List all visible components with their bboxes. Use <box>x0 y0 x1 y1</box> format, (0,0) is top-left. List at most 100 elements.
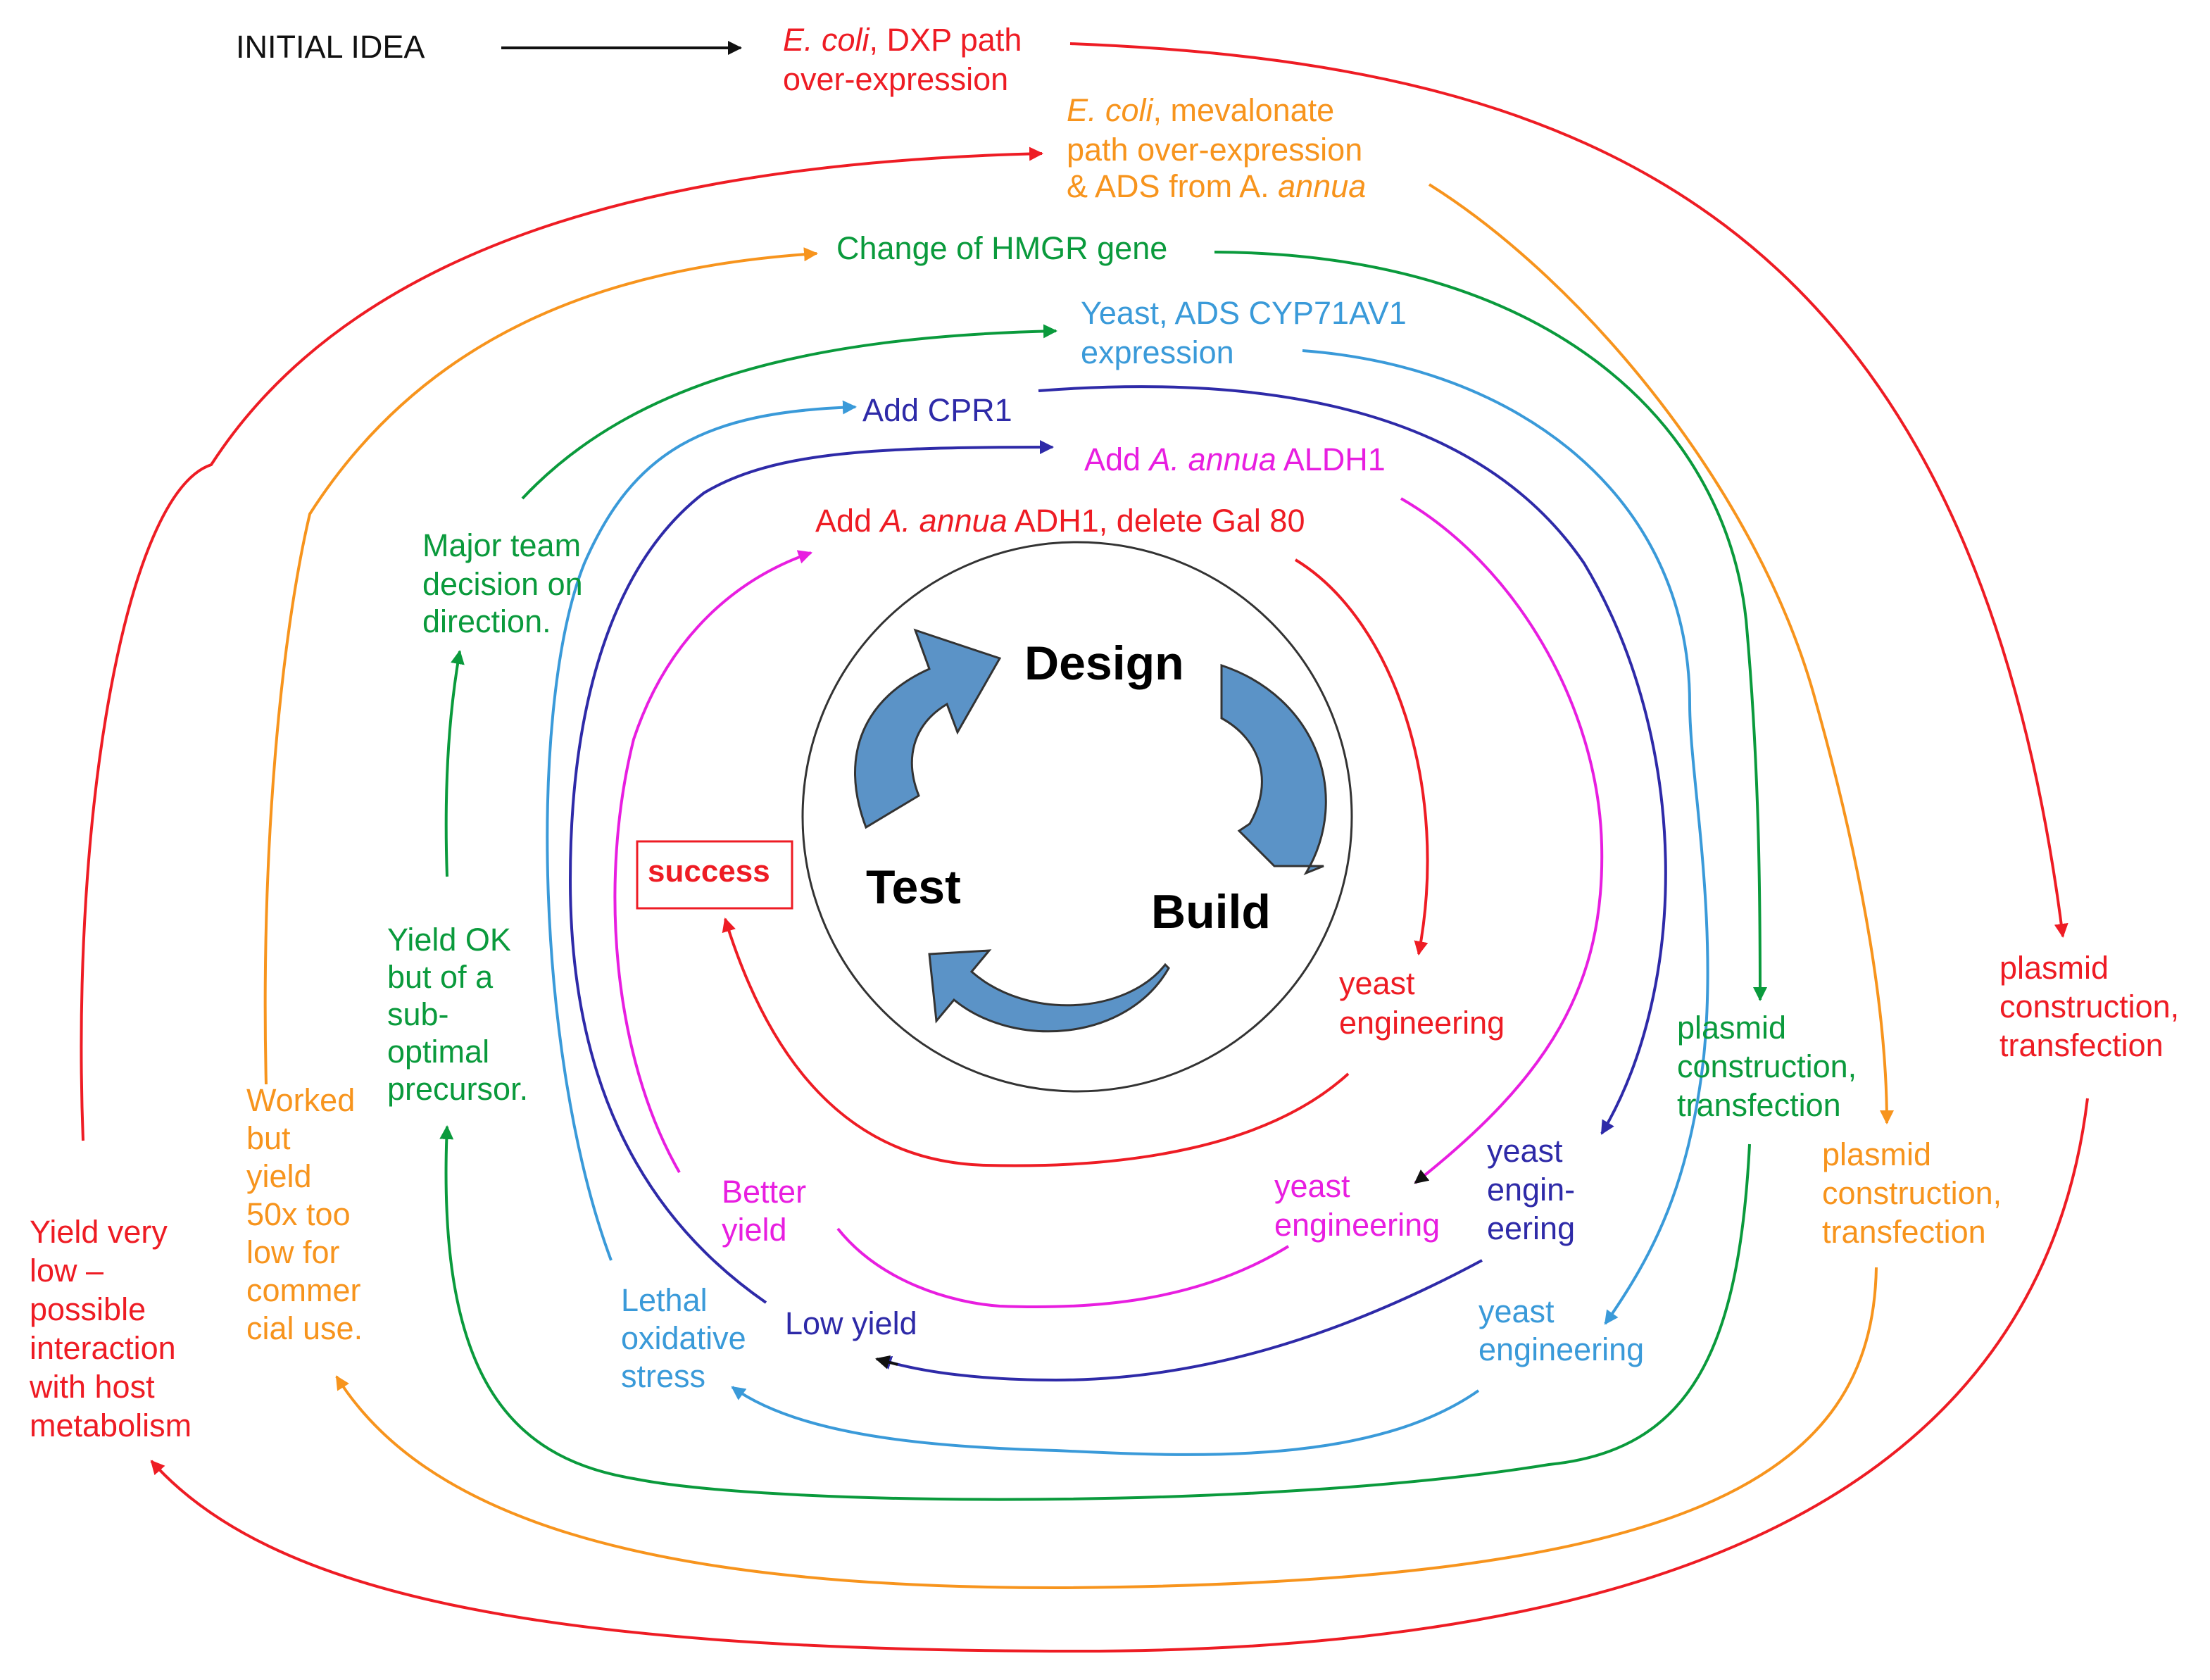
lightblue-cycle <box>546 349 1709 1456</box>
red-arrow-to-yeast-engineering <box>1294 558 1429 955</box>
svg-text:with host: with host <box>29 1369 155 1405</box>
svg-text:Yield very: Yield very <box>30 1214 168 1250</box>
svg-text:possible: possible <box>30 1291 146 1327</box>
yeast-ads-label: Yeast, ADS CYP71AV1 expression <box>1081 295 1407 370</box>
svg-text:plasmid: plasmid <box>1822 1136 1931 1172</box>
svg-text:transfection: transfection <box>1822 1214 1986 1250</box>
yeast-engineering-navy-label: yeast engin- eering <box>1487 1133 1575 1246</box>
magenta-arrow-to-better-yield <box>836 1227 1290 1309</box>
svg-text:but: but <box>246 1120 291 1156</box>
svg-text:engin-: engin- <box>1487 1172 1575 1208</box>
svg-text:yeast: yeast <box>1339 965 1415 1001</box>
svg-text:stress: stress <box>621 1358 705 1394</box>
yield-very-low-label: Yield very low – possible interaction wi… <box>29 1214 192 1443</box>
svg-text:E. coli, DXP path: E. coli, DXP path <box>783 22 1022 58</box>
orange-arrow-to-plasmid <box>1428 183 1894 1124</box>
svg-text:construction,: construction, <box>1822 1175 2002 1211</box>
navy-cycle <box>568 385 1667 1382</box>
svg-text:& ADS from A. annua: & ADS from A. annua <box>1067 168 1366 204</box>
svg-text:Better: Better <box>722 1174 806 1210</box>
svg-text:yield: yield <box>246 1158 312 1194</box>
svg-text:Yeast, ADS CYP71AV1: Yeast, ADS CYP71AV1 <box>1081 295 1407 331</box>
svg-text:E. coli, mevalonate: E. coli, mevalonate <box>1067 92 1334 128</box>
svg-text:sub-: sub- <box>387 996 449 1032</box>
svg-text:construction,: construction, <box>1999 989 2179 1024</box>
success-label: success <box>648 854 770 889</box>
blue-arrow-to-yeast-engineering <box>1302 349 1709 1325</box>
blue-arrow-to-lethal <box>731 1386 1480 1456</box>
plasmid-green-label: plasmid construction, transfection <box>1677 1010 1857 1123</box>
build-cycle-arrow <box>1220 663 1327 876</box>
svg-text:Lethal: Lethal <box>621 1282 708 1318</box>
svg-text:engineering: engineering <box>1339 1005 1505 1041</box>
orange-arrow-to-hmgr <box>263 247 818 1085</box>
worked-but-label: Worked but yield 50x too low for commer … <box>246 1082 363 1346</box>
dbt-cycle: Design Build Test <box>801 541 1353 1093</box>
major-team-label: Major team decision on direction. <box>422 527 583 639</box>
svg-text:plasmid: plasmid <box>1677 1010 1786 1046</box>
blue-arrow-to-cpr1 <box>546 400 857 1261</box>
svg-text:low –: low – <box>30 1253 103 1289</box>
yield-ok-label: Yield OK but of a sub- optimal precursor… <box>387 922 528 1107</box>
lethal-label: Lethal oxidative stress <box>621 1282 746 1394</box>
svg-text:decision on: decision on <box>422 566 583 602</box>
red-cycle <box>80 42 2089 1653</box>
svg-text:over-expression: over-expression <box>783 61 1008 97</box>
svg-text:commer: commer <box>246 1272 361 1308</box>
orange-cycle <box>263 183 1894 1590</box>
red-arrow-to-plasmid <box>1069 42 2068 938</box>
svg-text:direction.: direction. <box>422 603 551 639</box>
aldh1-label: Add A. annua ALDH1 <box>1084 441 1386 477</box>
red-arrow-to-yield-very-low <box>150 1098 2089 1653</box>
yeast-engineering-blue-label: yeast engineering <box>1478 1293 1644 1367</box>
green-arrow-to-major-team <box>444 650 465 877</box>
svg-text:engineering: engineering <box>1274 1207 1440 1243</box>
red-arrow-to-success <box>722 917 1350 1167</box>
svg-text:construction,: construction, <box>1677 1048 1857 1084</box>
svg-text:optimal: optimal <box>387 1034 489 1070</box>
svg-text:engineering: engineering <box>1478 1331 1644 1367</box>
svg-text:Worked: Worked <box>246 1082 355 1118</box>
adh1-label: Add A. annua ADH1, delete Gal 80 <box>815 503 1305 539</box>
hmgr-label: Change of HMGR gene <box>836 230 1167 266</box>
svg-text:metabolism: metabolism <box>30 1408 192 1443</box>
green-arrow-to-yeast-ads <box>521 324 1057 500</box>
svg-text:yeast: yeast <box>1478 1293 1555 1329</box>
navy-arrow-to-yeast-engineering <box>1038 385 1667 1135</box>
better-yield-label: Better yield <box>722 1174 806 1248</box>
yeast-engineering-red-label: yeast engineering <box>1339 965 1505 1041</box>
green-arrow-to-plasmid <box>1214 251 1767 1001</box>
svg-text:yield: yield <box>722 1212 787 1248</box>
design-cycle-arrow <box>854 628 1002 829</box>
green-arrow-to-yield-ok <box>439 1125 1751 1501</box>
svg-text:precursor.: precursor. <box>387 1071 528 1107</box>
red-arrow-to-ecoli-mevalonate <box>80 146 1043 1141</box>
svg-text:path over-expression: path over-expression <box>1067 132 1362 168</box>
design-label: Design <box>1024 637 1184 690</box>
magenta-cycle <box>613 497 1604 1309</box>
navy-arrow-to-aldh1 <box>568 440 1054 1304</box>
svg-text:plasmid: plasmid <box>1999 950 2109 986</box>
svg-text:but of a: but of a <box>387 959 494 995</box>
svg-text:transfection: transfection <box>1999 1027 2164 1063</box>
navy-arrow-to-low-yield <box>877 1259 1483 1382</box>
ecoli-mevalonate-label: E. coli, mevalonate path over-expression… <box>1067 92 1366 204</box>
low-yield-label: Low yield <box>785 1305 917 1341</box>
green-cycle <box>439 251 1767 1501</box>
low-yield-arrowhead <box>875 1355 898 1369</box>
svg-text:50x too: 50x too <box>246 1196 351 1232</box>
plasmid-red-label: plasmid construction, transfection <box>1999 950 2179 1063</box>
svg-text:interaction: interaction <box>30 1330 176 1366</box>
svg-text:yeast: yeast <box>1274 1168 1350 1204</box>
svg-text:cial use.: cial use. <box>246 1310 363 1346</box>
svg-text:Yield OK: Yield OK <box>387 922 511 958</box>
svg-text:yeast: yeast <box>1487 1133 1563 1169</box>
magenta-arrow-to-yeast-engineering <box>1400 497 1604 1184</box>
svg-text:Major team: Major team <box>422 527 581 563</box>
orange-arrow-to-worked-but <box>335 1267 1878 1590</box>
test-cycle-arrow <box>928 949 1170 1033</box>
svg-text:low for: low for <box>246 1234 340 1270</box>
test-label: Test <box>866 860 961 914</box>
svg-text:transfection: transfection <box>1677 1087 1841 1123</box>
